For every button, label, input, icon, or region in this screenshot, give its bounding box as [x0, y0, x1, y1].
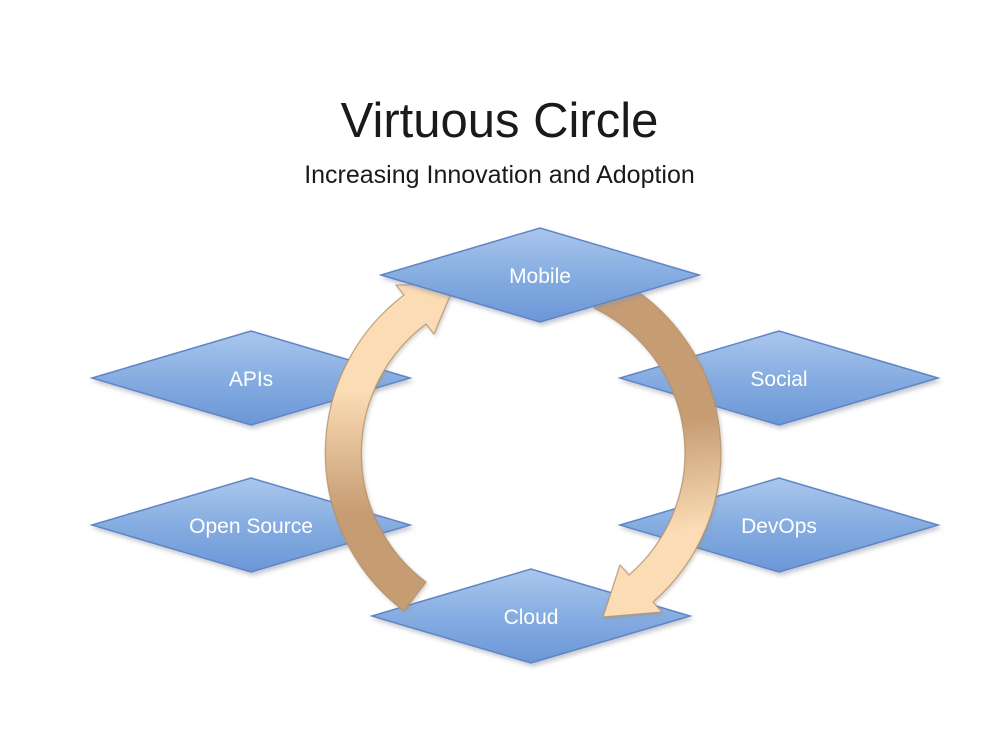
node-open-source-label: Open Source: [189, 515, 313, 538]
node-mobile-diamond: [378, 227, 702, 323]
slide-subtitle: Increasing Innovation and Adoption: [304, 161, 695, 189]
cycle-arrows: [324, 274, 722, 618]
node-open-source: Open Source: [89, 477, 413, 573]
node-cloud-label: Cloud: [504, 606, 559, 629]
cycle-arrow-descending-icon: [593, 274, 722, 618]
slide-title: Virtuous Circle: [340, 94, 659, 148]
node-mobile-label: Mobile: [509, 265, 571, 288]
node-apis-label: APIs: [229, 368, 273, 391]
diamond-layer-back: APIs Social Open Source DevOps Cloud: [89, 330, 941, 664]
node-apis: APIs: [89, 330, 413, 426]
node-devops-label: DevOps: [741, 515, 817, 538]
node-mobile: Mobile: [378, 227, 702, 323]
cycle-arrow-ascending-icon: [324, 283, 456, 612]
node-apis-diamond: [89, 330, 413, 426]
node-social-label: Social: [750, 368, 807, 391]
node-open-source-diamond: [89, 477, 413, 573]
